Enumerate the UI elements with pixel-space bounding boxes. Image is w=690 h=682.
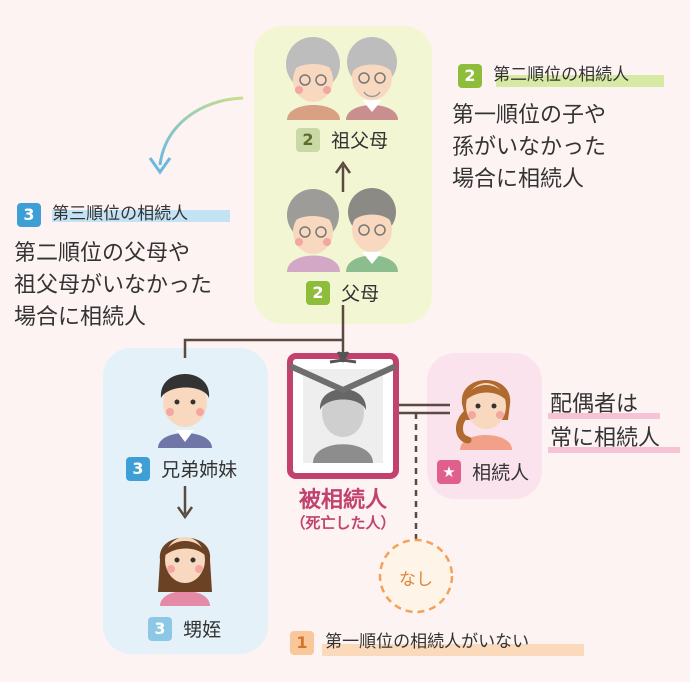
deceased-label: 被相続人 [298, 488, 387, 513]
rank1-badge: 1 [290, 630, 314, 655]
rank2-badge: 2 [458, 63, 482, 88]
nephew-niece-icon [158, 537, 212, 606]
rank2-description: 第一順位の子や 孫がいなかった 場合に相続人 [452, 103, 607, 192]
spouse-label: ★ 相続人 [437, 458, 529, 485]
nephews-label: 3 甥姪 [148, 615, 221, 642]
father-icon [346, 188, 398, 272]
deceased-portrait-icon [287, 351, 399, 479]
rank3-badge: 3 [17, 202, 41, 227]
grandparents-text: 祖父母 [331, 130, 389, 152]
rank1-heading: 1 第一順位の相続人がいない [290, 627, 535, 655]
siblings-badge: 3 [126, 456, 150, 481]
deceased-sublabel: （死亡した人） [290, 514, 396, 532]
none-label: なし [399, 570, 433, 590]
sibling-icon [158, 374, 212, 448]
spouse-icon [456, 380, 512, 450]
rank1-heading-text: 第一順位の相続人がいない [325, 632, 530, 652]
spouse-text: 相続人 [472, 462, 530, 484]
grandfather-icon [346, 37, 398, 120]
rank2-heading-text: 第二順位の相続人 [493, 65, 630, 85]
grandmother-icon [286, 37, 340, 120]
siblings-label: 3 兄弟姉妹 [126, 455, 237, 482]
mother-icon [287, 189, 340, 272]
parents-label: 2 父母 [306, 279, 379, 306]
rank3-heading-text: 第三順位の相続人 [52, 204, 189, 224]
parents-text: 父母 [341, 283, 380, 305]
nephews-badge: 3 [148, 616, 172, 641]
grandparents-badge: 2 [296, 127, 320, 152]
spouse-note: 配偶者は 常に相続人 [550, 392, 661, 451]
nephews-text: 甥姪 [183, 619, 222, 641]
star-icon: ★ [437, 459, 461, 484]
parents-badge: 2 [306, 280, 330, 305]
none-circle [378, 538, 454, 614]
rank2-heading: 2 第二順位の相続人 [458, 60, 635, 88]
siblings-text: 兄弟姉妹 [161, 459, 238, 481]
rank2-to-rank3-arrow [158, 96, 244, 166]
grandparents-label: 2 祖父母 [296, 126, 388, 153]
rank3-heading: 3 第三順位の相続人 [17, 199, 194, 227]
rank3-description: 第二順位の父母や 祖父母がいなかった 場合に相続人 [14, 241, 213, 330]
